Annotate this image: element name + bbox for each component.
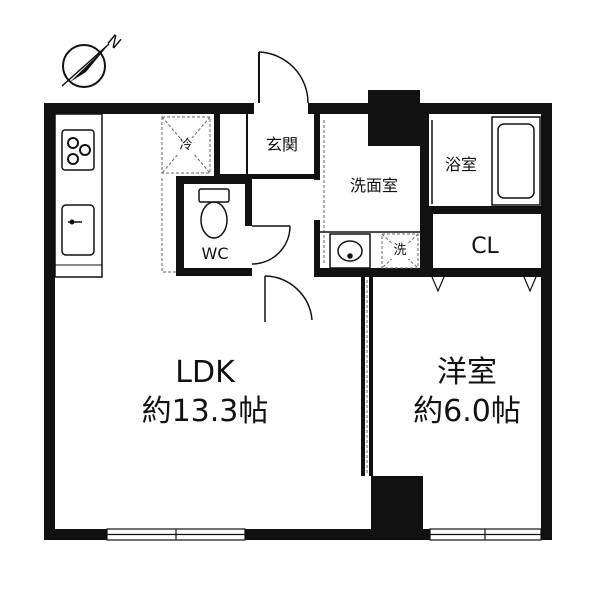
ldk-room-size: 約13.3帖 [141, 394, 269, 429]
wash-basin-icon [329, 233, 371, 269]
kitchen-counter [54, 113, 103, 278]
washer-space [381, 233, 419, 269]
closet-doors [431, 276, 537, 293]
wc-door [251, 225, 291, 265]
structural-column-bottom [371, 476, 423, 540]
closet-label: CL [471, 234, 499, 259]
bathtub-icon [491, 116, 541, 206]
wc-walls [176, 176, 252, 276]
ldk-room-name: LDK [175, 355, 235, 390]
bathroom-label: 浴室 [444, 155, 477, 174]
stove-icon [61, 129, 95, 171]
outer-walls [44, 103, 552, 540]
structural-column-top [368, 90, 420, 146]
refrigerator-label: 冷 [172, 138, 200, 154]
bathroom-walls [429, 206, 552, 214]
bottom-windows [106, 528, 542, 541]
western-room-size: 約6.0帖 [413, 394, 521, 429]
entrance-walls [214, 114, 320, 180]
closet-walls [429, 214, 552, 277]
kitchen-sink-icon [61, 204, 95, 256]
refrigerator-alcove [161, 178, 176, 273]
compass-icon [61, 43, 110, 88]
ldk-door [264, 275, 313, 322]
washroom-walls [314, 114, 440, 277]
room-partition [361, 277, 373, 476]
entrance-door [258, 51, 309, 104]
toilet-icon [198, 188, 230, 239]
washroom-label: 洗面室 [349, 176, 398, 195]
toilet-label: WC [201, 244, 229, 263]
western-room-name: 洋室 [437, 355, 497, 390]
entrance-label: 玄関 [265, 135, 298, 154]
washer-label: 洗 [386, 243, 414, 259]
